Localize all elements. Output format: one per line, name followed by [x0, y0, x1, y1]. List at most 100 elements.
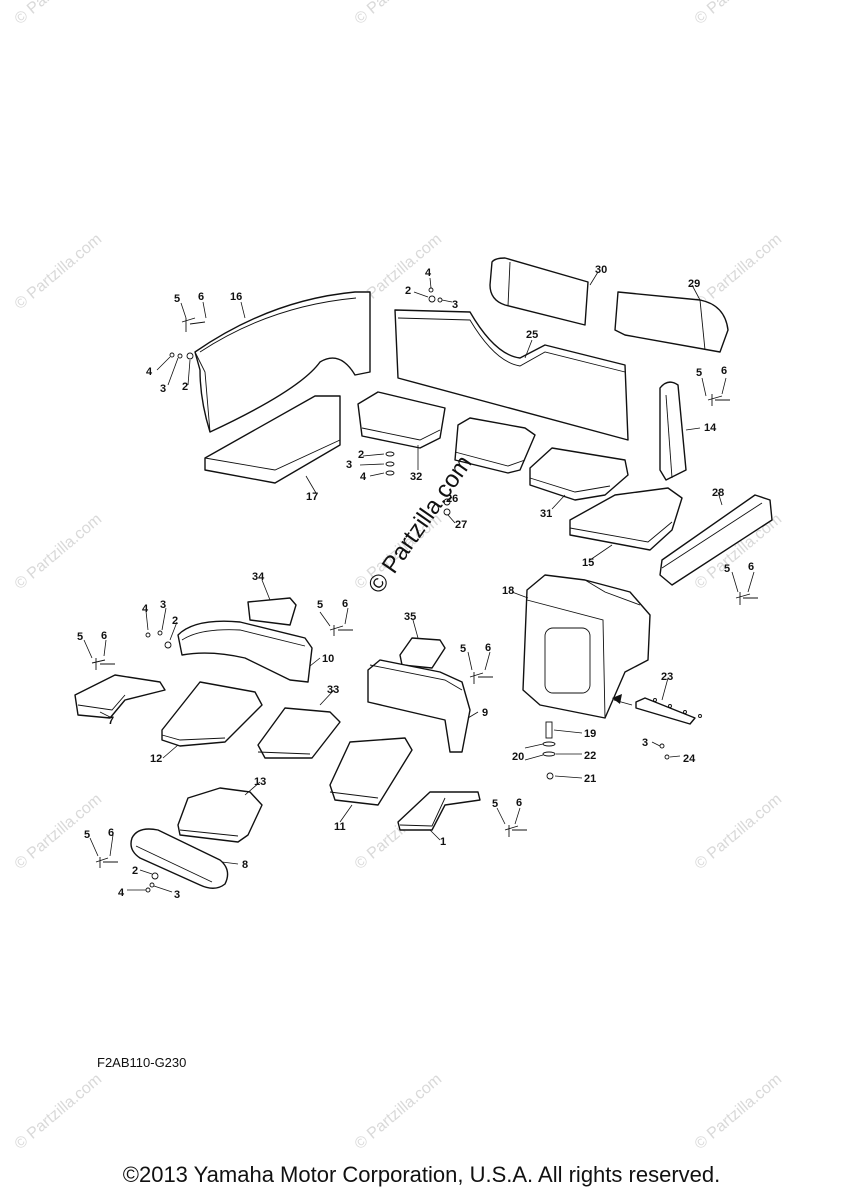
label-part-21: 21	[584, 773, 596, 785]
label-part-29: 29	[688, 278, 700, 290]
watermark-tile: © Partzilla.com	[352, 0, 446, 28]
label-part-2: 2	[182, 381, 188, 393]
part-25-long-backrest	[394, 309, 629, 441]
leader-lines	[83, 271, 755, 893]
label-part-35: 35	[404, 611, 416, 623]
label-part-19: 19	[584, 728, 596, 740]
label-part-5: 5	[492, 798, 498, 810]
label-part-25: 25	[526, 329, 538, 341]
label-part-24: 24	[683, 753, 696, 765]
label-part-7: 7	[108, 715, 114, 727]
label-part-2: 2	[132, 865, 138, 877]
label-part-5: 5	[84, 829, 90, 841]
label-part-6: 6	[748, 561, 754, 573]
label-part-6: 6	[101, 630, 107, 642]
watermark-tile: © Partzilla.com	[12, 0, 106, 28]
label-part-1: 1	[440, 836, 446, 848]
watermark-tile: © Partzilla.com	[692, 791, 786, 873]
watermark-tile: © Partzilla.com	[692, 1071, 786, 1153]
label-part-27: 27	[455, 519, 467, 531]
part-15-seat	[569, 487, 683, 551]
part-13-seat	[177, 787, 263, 843]
label-part-8: 8	[242, 859, 248, 871]
label-part-5: 5	[460, 643, 466, 655]
label-part-4: 4	[360, 471, 367, 483]
label-part-18: 18	[502, 585, 514, 597]
label-part-17: 17	[306, 491, 318, 503]
label-part-13: 13	[254, 776, 266, 788]
part-18-seat-unit	[522, 574, 651, 719]
label-part-14: 14	[704, 422, 717, 434]
part-34-pad	[247, 597, 297, 626]
label-part-3: 3	[174, 889, 180, 901]
label-part-16: 16	[230, 291, 242, 303]
label-part-5: 5	[174, 293, 180, 305]
part-35-pad	[399, 637, 446, 669]
part-23-strip	[635, 697, 696, 725]
label-part-3: 3	[452, 299, 458, 311]
label-part-3: 3	[160, 383, 166, 395]
label-part-9: 9	[482, 707, 488, 719]
label-part-6: 6	[721, 365, 727, 377]
label-part-3: 3	[346, 459, 352, 471]
part-14-side-pad	[659, 381, 687, 481]
diagram-code: F2AB110-G230	[97, 1055, 187, 1070]
watermark-tile: © Partzilla.com	[692, 0, 786, 28]
part-30-cushion	[489, 257, 589, 326]
label-part-26: 26	[446, 493, 458, 505]
label-part-2: 2	[172, 615, 178, 627]
label-part-15: 15	[582, 557, 594, 569]
watermark-tile: © Partzilla.com	[352, 1071, 446, 1153]
part-29-cushion	[614, 291, 729, 353]
part-7-pad	[74, 674, 166, 719]
label-part-33: 33	[327, 684, 339, 696]
label-part-3: 3	[160, 599, 166, 611]
label-part-31: 31	[540, 508, 552, 520]
label-part-4: 4	[425, 267, 432, 279]
label-part-20: 20	[512, 751, 524, 763]
part-16-backrest	[194, 291, 371, 433]
part-17-seat-cushion	[204, 395, 341, 484]
label-part-5: 5	[696, 367, 702, 379]
part-32-seat	[357, 391, 446, 449]
label-part-23: 23	[661, 671, 673, 683]
watermark-tile: © Partzilla.com	[692, 231, 786, 313]
part-10-backrest	[177, 620, 313, 683]
label-part-30: 30	[595, 264, 607, 276]
part-31-seat	[529, 447, 629, 501]
label-part-10: 10	[322, 653, 334, 665]
label-part-6: 6	[108, 827, 114, 839]
part-28-bolster	[659, 494, 773, 586]
watermark-tile: © Partzilla.com	[12, 511, 106, 593]
label-part-32: 32	[410, 471, 422, 483]
label-part-34: 34	[252, 571, 265, 583]
label-part-3: 3	[642, 737, 648, 749]
label-part-5: 5	[317, 599, 323, 611]
label-part-2: 2	[405, 285, 411, 297]
watermark-tile: © Partzilla.com	[12, 1071, 106, 1153]
part-8-bolster	[130, 828, 229, 889]
label-part-4: 4	[118, 887, 125, 899]
label-part-6: 6	[485, 642, 491, 654]
label-part-4: 4	[142, 603, 149, 615]
watermark-tile: © Partzilla.com	[12, 791, 106, 873]
part-26-seat	[454, 417, 536, 474]
hardware-group	[91, 287, 758, 893]
label-part-22: 22	[584, 750, 596, 762]
label-part-5: 5	[724, 563, 730, 575]
label-part-6: 6	[198, 291, 204, 303]
part-12-seat	[161, 681, 263, 747]
watermark-tile: © Partzilla.com	[12, 231, 106, 313]
part-labels: 16 5 6 4 3 2 4 2 3 30 29 25 5 6 14 2 3 4…	[77, 264, 754, 901]
label-part-6: 6	[516, 797, 522, 809]
label-part-6: 6	[342, 598, 348, 610]
label-part-28: 28	[712, 487, 724, 499]
copyright-notice: ©2013 Yamaha Motor Corporation, U.S.A. A…	[122, 1162, 721, 1187]
part-9-backrest	[367, 659, 471, 753]
label-part-12: 12	[150, 753, 162, 765]
label-part-2: 2	[358, 449, 364, 461]
part-33-seat	[257, 707, 341, 759]
label-part-4: 4	[146, 366, 153, 378]
part-11-seat	[329, 737, 413, 806]
